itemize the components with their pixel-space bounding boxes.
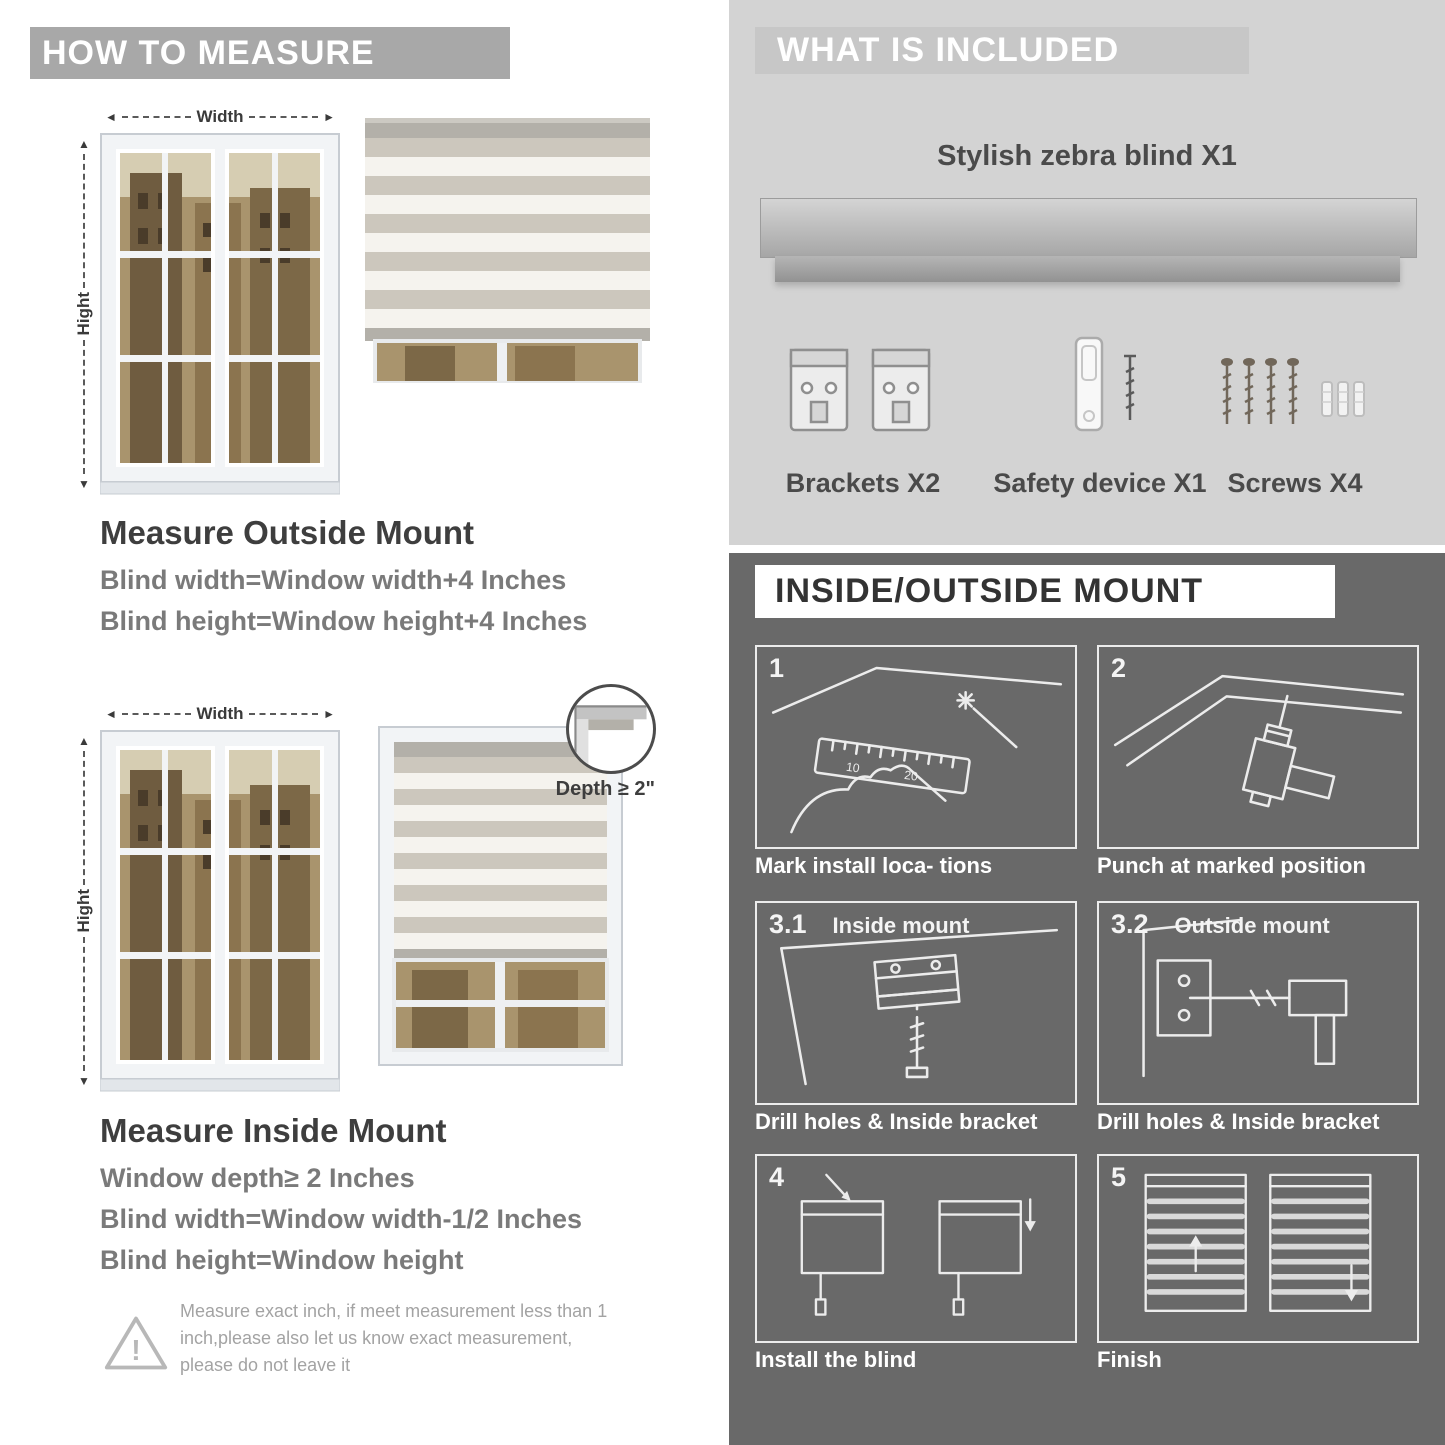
step-5-box: 5	[1097, 1154, 1419, 1343]
height-dimension: ▲ Hight ▼	[70, 138, 98, 490]
step-3-2-box: 3.2 Outside mount	[1097, 901, 1419, 1105]
step-number: 1	[769, 653, 785, 683]
height-label: Hight	[74, 889, 93, 933]
step-3-1-caption: Drill holes & Inside bracket	[755, 1109, 1038, 1134]
outside-bracket-illustration	[1142, 918, 1348, 1078]
step-number: 3.1	[769, 909, 807, 939]
how-to-measure-header: HOW TO MEASURE	[30, 27, 510, 79]
measure-note: Measure exact inch, if meet measurement …	[180, 1301, 608, 1375]
safety-device-label: Safety device X1	[993, 468, 1207, 498]
height-label: Hight	[74, 292, 93, 336]
warning-icon: !	[103, 1312, 169, 1374]
arrow-up-icon: ▲	[78, 734, 90, 748]
step-3-1-box: 3.1 Inside mount	[755, 901, 1077, 1105]
depth-callout-circle	[566, 684, 656, 774]
zebra-blind-illustration	[365, 118, 650, 383]
step-5-caption: Finish	[1097, 1347, 1162, 1372]
mount-instructions-section: INSIDE/OUTSIDE MOUNT 1	[729, 553, 1445, 1445]
width-dimension: ◄ Width ►	[105, 703, 335, 725]
step-title: Inside mount	[832, 913, 970, 938]
step-2-caption: Punch at marked position	[1097, 853, 1366, 878]
zebra-blind-count-label: Stylish zebra blind X1	[937, 140, 1237, 172]
svg-text:!: !	[131, 1334, 140, 1366]
zebra-blind-inside-mount-illustration	[378, 726, 623, 1066]
window-illustration	[100, 730, 340, 1092]
depth-label: Depth ≥ 2"	[555, 778, 655, 800]
what-is-included-section: WHAT IS INCLUDED Stylish zebra blind X1	[729, 0, 1445, 545]
screws-icon	[1215, 348, 1370, 443]
safety-device-icon	[1048, 332, 1158, 447]
step-number: 5	[1111, 1162, 1127, 1192]
step-number: 2	[1111, 653, 1127, 683]
inside-mount-line: Window depth≥ 2 Inches	[100, 1163, 415, 1193]
mount-header: INSIDE/OUTSIDE MOUNT	[755, 565, 1335, 618]
drill-illustration	[1113, 674, 1405, 808]
headrail-valance-illustration	[775, 256, 1400, 282]
inside-mount-line: Blind width=Window width-1/2 Inches	[100, 1204, 583, 1234]
inside-bracket-illustration	[780, 928, 1059, 1086]
height-dimension: ▲ Hight ▼	[70, 735, 98, 1087]
outside-mount-title: Measure Outside Mount	[100, 514, 475, 551]
outside-mount-line: Blind height=Window height+4 Inches	[100, 606, 588, 636]
arrow-down-icon: ▼	[78, 1074, 90, 1088]
arrow-right-icon: ►	[323, 110, 335, 124]
step-title: Outside mount	[1174, 913, 1330, 938]
arrow-up-icon: ▲	[78, 137, 90, 151]
arrow-right-icon: ►	[323, 707, 335, 721]
inside-mount-line: Blind height=Window height	[100, 1245, 464, 1275]
finish-illustration	[1144, 1173, 1372, 1312]
width-label: Width	[196, 704, 244, 723]
arrow-left-icon: ◄	[105, 110, 117, 124]
headrail-illustration	[760, 198, 1417, 258]
mark-location-illustration: 10 20	[771, 666, 1063, 834]
step-4-box: 4	[755, 1154, 1077, 1343]
arrow-down-icon: ▼	[78, 477, 90, 491]
step-number: 3.2	[1111, 909, 1149, 939]
step-1-box: 1	[755, 645, 1077, 849]
step-2-box: 2	[1097, 645, 1419, 849]
window-illustration	[100, 133, 340, 495]
step-number: 4	[769, 1162, 785, 1192]
step-3-2-caption: Drill holes & Inside bracket	[1097, 1109, 1380, 1134]
what-is-included-header: WHAT IS INCLUDED	[755, 27, 1249, 74]
outside-mount-line: Blind width=Window width+4 Inches	[100, 565, 567, 595]
brackets-icon	[785, 338, 935, 442]
inside-mount-title: Measure Inside Mount	[100, 1112, 447, 1149]
step-1-caption: Mark install loca- tions	[755, 853, 993, 878]
svg-text:20: 20	[903, 768, 919, 784]
arrow-left-icon: ◄	[105, 707, 117, 721]
screws-label: Screws X4	[1227, 468, 1363, 498]
svg-text:10: 10	[845, 760, 861, 776]
brackets-label: Brackets X2	[785, 468, 941, 498]
width-dimension: ◄ Width ►	[105, 106, 335, 128]
step-4-caption: Install the blind	[755, 1347, 917, 1372]
width-label: Width	[196, 107, 244, 126]
install-blind-illustration	[800, 1173, 1036, 1316]
